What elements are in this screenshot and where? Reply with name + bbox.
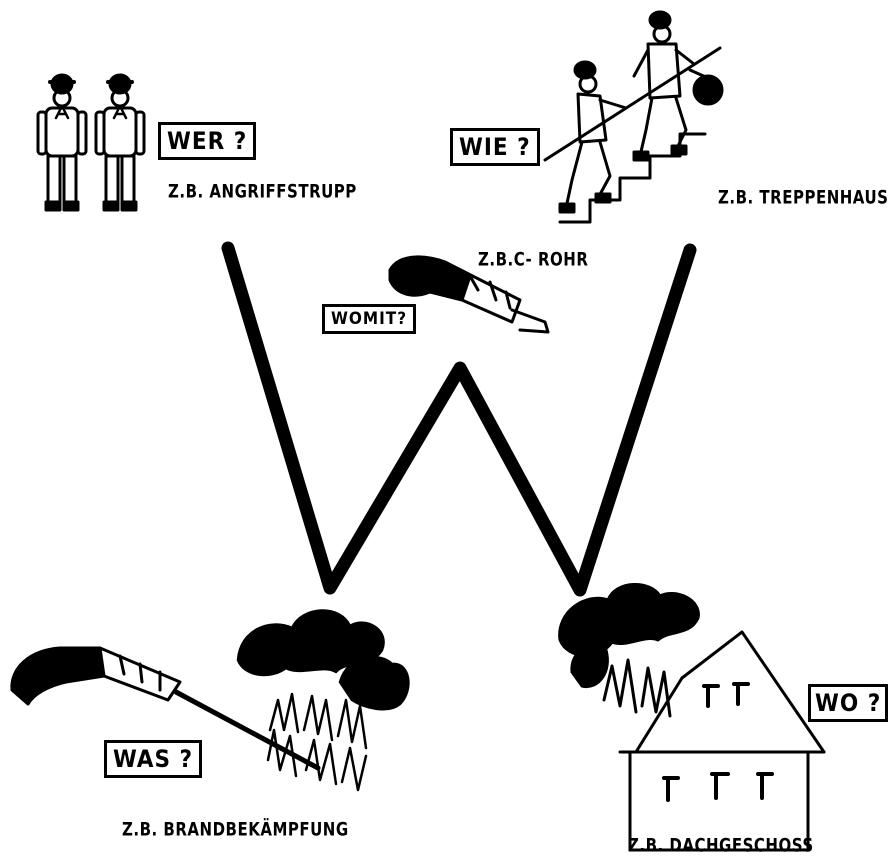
example-wer: Z.B. ANGRIFFSTRUPP: [168, 180, 357, 203]
example-wie: Z.B. TREPPENHAUS: [718, 186, 889, 209]
example-wo: Z.B. DACHGESCHOSS: [628, 834, 814, 857]
hose-nozzle-icon: [388, 255, 550, 334]
label-was: WAS ?: [104, 740, 203, 778]
big-w-letter: [221, 241, 697, 597]
label-womit: WOMIT?: [322, 304, 417, 334]
firefighters-icon: [36, 73, 146, 212]
example-womit: Z.B.C- ROHR: [478, 248, 589, 271]
example-was: Z.B. BRANDBEKÄMPFUNG: [122, 818, 349, 841]
stair-climbers-icon: [543, 10, 724, 224]
label-wo: WO ?: [808, 684, 889, 722]
burning-house-icon: [558, 583, 826, 852]
fire-flames-icon: [236, 609, 410, 792]
label-wer: WER ?: [158, 122, 257, 160]
fire-hose-icon: [10, 646, 321, 771]
label-wie: WIE ?: [450, 128, 540, 166]
